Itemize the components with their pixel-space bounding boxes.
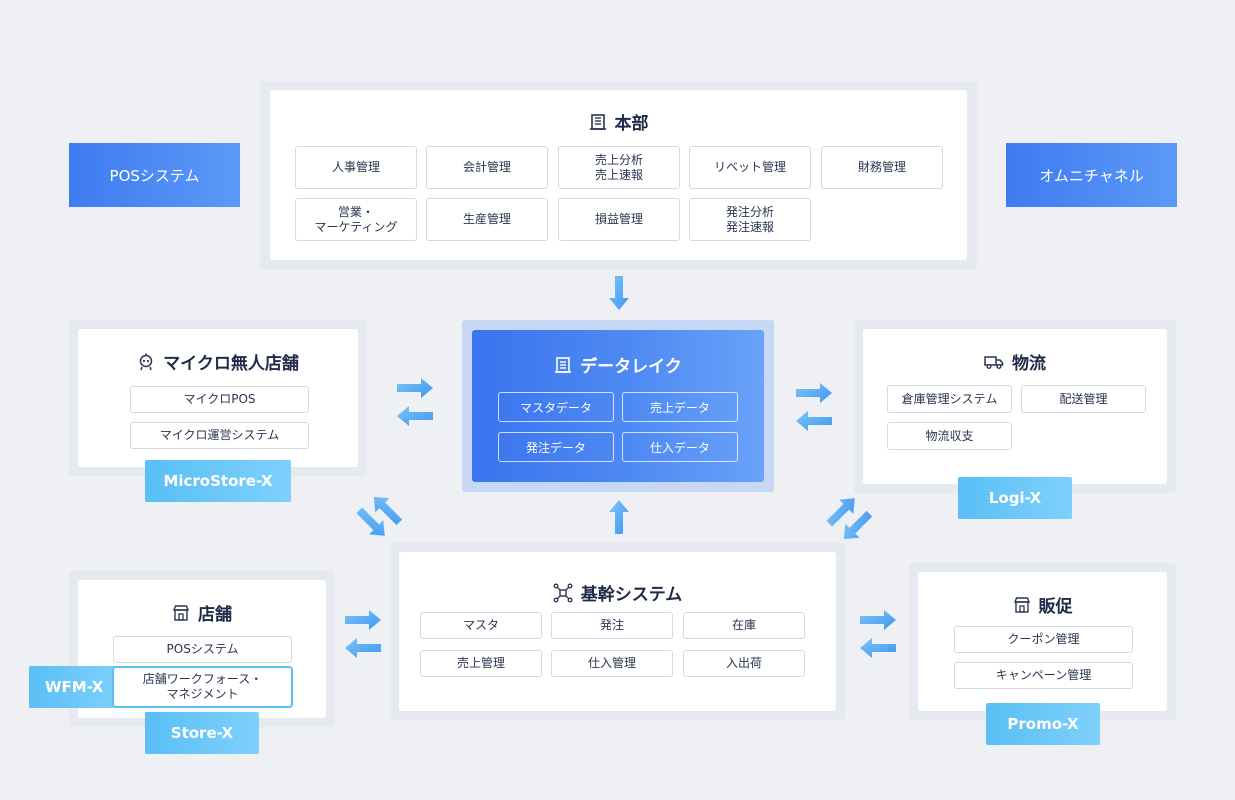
honbu-item: 生産管理 [426,198,548,241]
honbu-item: リベット管理 [689,146,811,189]
arrow-exchange-icon [860,610,896,658]
core-item: 仕入管理 [551,650,673,677]
pos-system-tag: POSシステム [69,143,240,207]
honbu-panel: 本部 人事管理 会計管理 売上分析 売上速報 リベット管理 財務管理 営業・ マ… [270,90,967,260]
shop-icon [1013,596,1030,613]
arrow-exchange-icon [397,378,433,426]
store-title: 店舗 [78,600,326,625]
honbu-item: 財務管理 [821,146,943,189]
store-x-tag: Store-X [145,712,259,754]
arrow-exchange-icon [345,610,381,658]
datalake-item: 発注データ [498,432,614,462]
honbu-title: 本部 [270,109,967,134]
promo-title: 販促 [918,592,1167,617]
arrow-up-icon [609,500,629,534]
datalake-item: マスタデータ [498,392,614,422]
micro-item: マイクロ運営システム [130,422,309,449]
datalake-title-text: データレイク [580,357,682,377]
core-title: 基幹システム [399,580,836,605]
robot-icon [139,353,153,370]
wfm-x-tag: WFM-X [29,666,119,708]
datalake-item: 売上データ [622,392,738,422]
honbu-item: 損益管理 [558,198,680,241]
building-icon [589,113,606,130]
promo-item: クーポン管理 [954,626,1133,653]
micro-item: マイクロPOS [130,386,309,413]
promo-x-tag: Promo-X [986,703,1100,745]
store-item: POSシステム [113,636,292,663]
datalake-panel: データレイク マスタデータ 売上データ 発注データ 仕入データ [472,330,764,482]
core-item: 入出荷 [683,650,805,677]
core-panel: 基幹システム マスタ 発注 在庫 売上管理 仕入管理 入出荷 [399,552,836,711]
server-icon [555,356,572,373]
omnichannel-tag: オムニチャネル [1006,143,1177,207]
arrow-diagonal-icon [356,496,403,536]
logistics-panel: 物流 倉庫管理システム 配送管理 物流収支 [863,329,1167,484]
honbu-item: 人事管理 [295,146,417,189]
core-item: 売上管理 [420,650,542,677]
core-item: 発注 [551,612,673,639]
core-item: マスタ [420,612,542,639]
promo-title-text: 販促 [1038,597,1073,617]
arrow-exchange-icon [796,383,832,431]
datalake-title: データレイク [472,352,764,377]
arrow-down-icon [609,276,629,310]
microstore-x-tag: MicroStore-X [145,460,291,502]
logistics-item: 倉庫管理システム [887,385,1012,413]
logistics-title: 物流 [863,349,1167,374]
store-item-wfm: 店舗ワークフォース・ マネジメント [112,666,293,708]
honbu-title-text: 本部 [614,114,649,134]
micro-title-text: マイクロ無人店舗 [163,354,299,374]
arrow-diagonal-icon [826,498,873,540]
core-title-text: 基幹システム [580,585,683,605]
promo-panel: 販促 クーポン管理 キャンペーン管理 [918,572,1167,711]
network-icon [553,583,573,602]
promo-item: キャンペーン管理 [954,662,1133,689]
core-item: 在庫 [683,612,805,639]
logi-x-tag: Logi-X [958,477,1072,519]
datalake-item: 仕入データ [622,432,738,462]
honbu-item: 営業・ マーケティング [295,198,417,241]
honbu-item: 会計管理 [426,146,548,189]
truck-icon [984,355,1004,369]
logistics-title-text: 物流 [1012,354,1046,374]
honbu-item: 発注分析 発注速報 [689,198,811,241]
store-title-text: 店舗 [198,605,232,625]
shop-icon [172,604,190,621]
logistics-item: 物流収支 [887,422,1012,450]
micro-title: マイクロ無人店舗 [78,349,358,374]
honbu-item: 売上分析 売上速報 [558,146,680,189]
micro-panel: マイクロ無人店舗 マイクロPOS マイクロ運営システム [78,329,358,467]
logistics-item: 配送管理 [1021,385,1146,413]
